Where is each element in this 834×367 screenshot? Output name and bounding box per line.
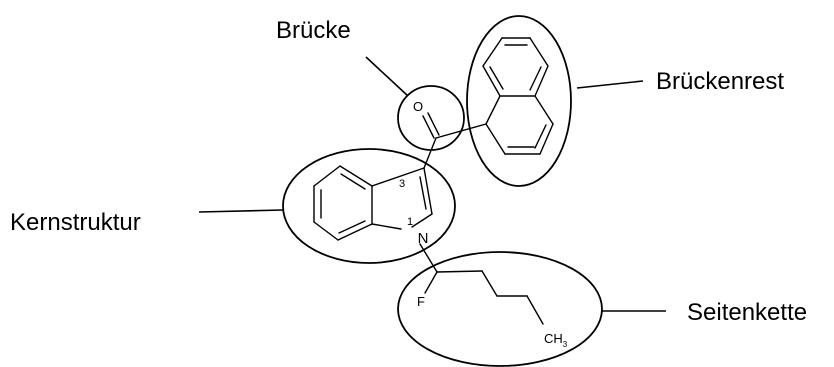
bridge-remainder-label: Brückenrest [656, 68, 784, 95]
methyl-group-label: CH3 [544, 331, 568, 349]
core-structure-ellipse [282, 148, 456, 264]
bridge-leader-line [365, 56, 409, 97]
bridge-label: Brücke [276, 17, 351, 44]
fluorine-atom-label: F [417, 294, 425, 309]
methyl-ch-text: CH [544, 331, 563, 346]
core-structure-label: Kernstruktur [10, 209, 141, 236]
bridge-ellipse [397, 85, 465, 151]
naphthalene-structure [482, 37, 554, 155]
side-chain-label: Seitenkette [687, 299, 807, 326]
indole-structure [313, 165, 438, 273]
core-structure-leader-line [198, 209, 284, 213]
nitrogen-atom-label: N [418, 230, 429, 247]
side-chain-structure [424, 270, 544, 325]
side-chain-ellipse [397, 251, 603, 367]
methyl-subscript-text: 3 [563, 340, 568, 349]
bridge-remainder-leader-line [576, 80, 644, 89]
bridge-remainder-ellipse [466, 15, 572, 187]
position-3-label: 3 [399, 178, 405, 190]
oxygen-atom-label: O [413, 99, 423, 114]
position-1-label: 1 [407, 216, 413, 228]
